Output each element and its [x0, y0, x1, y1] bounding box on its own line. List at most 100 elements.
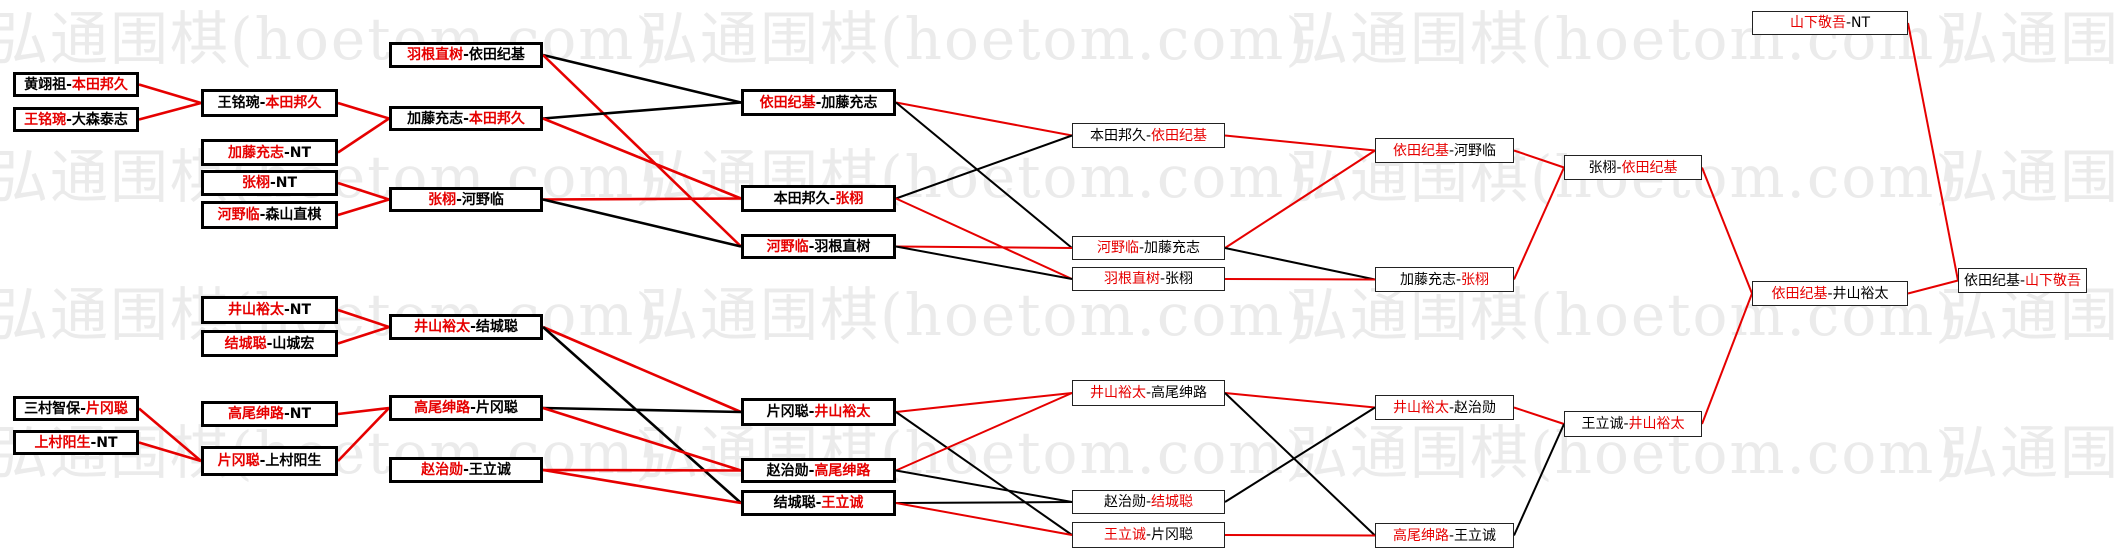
player-name: NT [289, 144, 312, 161]
match-box-r3a: 依田纪基-加藤充志 [741, 89, 896, 116]
bracket-connector [337, 407, 390, 462]
bracket-connector [337, 308, 390, 329]
player-name: 高尾绅路 [414, 400, 471, 416]
bracket-connector [542, 198, 742, 248]
dash-separator: - [66, 111, 72, 128]
bracket-connector [895, 469, 1073, 503]
match-box-r0c: 三村智保-片冈聪 [13, 396, 139, 421]
dash-separator: - [1145, 494, 1152, 510]
player-name: 河野临 [766, 238, 809, 255]
player-name: 张栩 [835, 190, 864, 207]
player-name: 黄翊祖 [24, 76, 67, 93]
player-name: 张栩 [1588, 159, 1617, 176]
player-name: 井山裕太 [1832, 285, 1889, 302]
player-name: 三村智保 [24, 400, 81, 417]
player-name: 赵治勋 [421, 462, 464, 478]
player-name: 森山直棋 [265, 207, 322, 223]
player-name: 张栩 [1461, 271, 1490, 288]
bracket-connector [1513, 423, 1565, 536]
match-box-r5b: 加藤充志-张栩 [1375, 267, 1514, 292]
bracket-connector [1513, 406, 1565, 425]
dash-separator: - [808, 404, 815, 420]
bracket-connector [138, 101, 202, 121]
player-name: 河野临 [461, 191, 504, 208]
dash-separator: - [1448, 142, 1455, 159]
dash-separator: - [463, 47, 469, 63]
match-box-r8: 依田纪基-山下敬吾 [1958, 268, 2087, 293]
dash-separator: - [1845, 15, 1852, 31]
player-name: 赵治勋 [1103, 494, 1146, 510]
player-name: 羽根直树 [407, 47, 464, 63]
match-box-r0b: 王铭琬-大森泰志 [13, 107, 139, 132]
match-box-r4b: 河野临-加藤充志 [1072, 236, 1225, 260]
player-name: 王立诚 [1103, 527, 1146, 543]
player-name: 井山裕太 [1628, 416, 1685, 432]
dash-separator: - [266, 335, 273, 352]
player-name: 片冈聪 [85, 400, 128, 417]
player-name: NT [289, 302, 312, 318]
bracket-connector [895, 502, 1073, 536]
bracket-connector [542, 54, 742, 248]
dash-separator: - [808, 238, 815, 255]
dash-separator: - [283, 406, 290, 422]
player-name: 高尾绅路 [1151, 385, 1208, 401]
player-name: 河野临 [217, 207, 260, 223]
player-name: 依田纪基 [759, 94, 816, 111]
player-name: 结城聪 [224, 335, 267, 352]
bracket-connector [542, 326, 742, 504]
bracket-connector [542, 101, 742, 120]
bracket-connector [1224, 392, 1376, 537]
player-name: 山城宏 [272, 335, 315, 352]
player-name: 依田纪基 [1392, 142, 1449, 159]
player-name: NT [1851, 15, 1871, 31]
player-name: 羽根直树 [814, 238, 871, 255]
player-name: 王立诚 [821, 495, 864, 511]
bracket-connector [1224, 392, 1376, 409]
bracket-connector [1701, 293, 1753, 425]
match-box-r1d: 河野临-森山直棋 [201, 201, 338, 229]
bracket-connector [1224, 149, 1376, 249]
match-box-r4e: 赵治勋-结城聪 [1072, 490, 1225, 514]
bracket-connector [542, 468, 742, 505]
watermark-text: 弘通围棋(hoetom.com) [1940, 419, 2121, 487]
match-box-r0a: 黄翊祖-本田邦久 [13, 72, 139, 97]
bracket-connector [542, 325, 742, 414]
match-box-r1a: 王铭琬-本田邦久 [201, 89, 338, 117]
bracket-connector [1907, 22, 1959, 281]
dash-separator: - [1138, 240, 1145, 256]
player-name: NT [96, 434, 118, 451]
bracket-connector [1907, 279, 1959, 295]
dash-separator: - [470, 319, 476, 335]
bracket-connector [895, 392, 1073, 472]
match-box-r2c: 张栩-河野临 [389, 187, 543, 212]
dash-separator: - [1827, 285, 1833, 302]
player-name: 高尾绅路 [814, 462, 871, 479]
player-name: 山下敬吾 [1789, 15, 1846, 31]
player-name: 井山裕太 [414, 319, 471, 335]
dash-separator: - [80, 400, 86, 417]
bracket-connector [542, 117, 742, 200]
player-name: 王铭琬 [217, 95, 260, 111]
player-name: 本田邦久 [71, 76, 128, 93]
match-box-r1f: 结城聪-山城宏 [201, 330, 338, 357]
match-box-r8top: 山下敬吾-NT [1752, 11, 1908, 35]
match-box-r2a: 羽根直树-依田纪基 [389, 42, 543, 68]
match-box-r4d: 井山裕太-高尾绅路 [1072, 380, 1225, 406]
bracket-connector [895, 101, 1073, 249]
bracket-connector [895, 197, 1073, 280]
dash-separator: - [283, 144, 290, 161]
player-name: 加藤充志 [821, 94, 878, 111]
match-box-r7a: 依田纪基-井山裕太 [1752, 281, 1908, 306]
bracket-connector [138, 441, 202, 463]
match-box-r2b: 加藤充志-本田邦久 [389, 106, 543, 131]
match-box-r4a: 本田邦久-依田纪基 [1072, 123, 1225, 148]
match-box-r5a: 依田纪基-河野临 [1375, 138, 1514, 163]
match-box-r3d: 片冈聪-井山裕太 [741, 398, 896, 426]
bracket-connector [1513, 167, 1565, 280]
bracket-connector [542, 468, 742, 472]
dash-separator: - [1159, 271, 1166, 287]
player-name: 加藤充志 [1144, 240, 1201, 256]
player-name: 山下敬吾 [2025, 272, 2082, 289]
bracket-connector [337, 181, 390, 201]
